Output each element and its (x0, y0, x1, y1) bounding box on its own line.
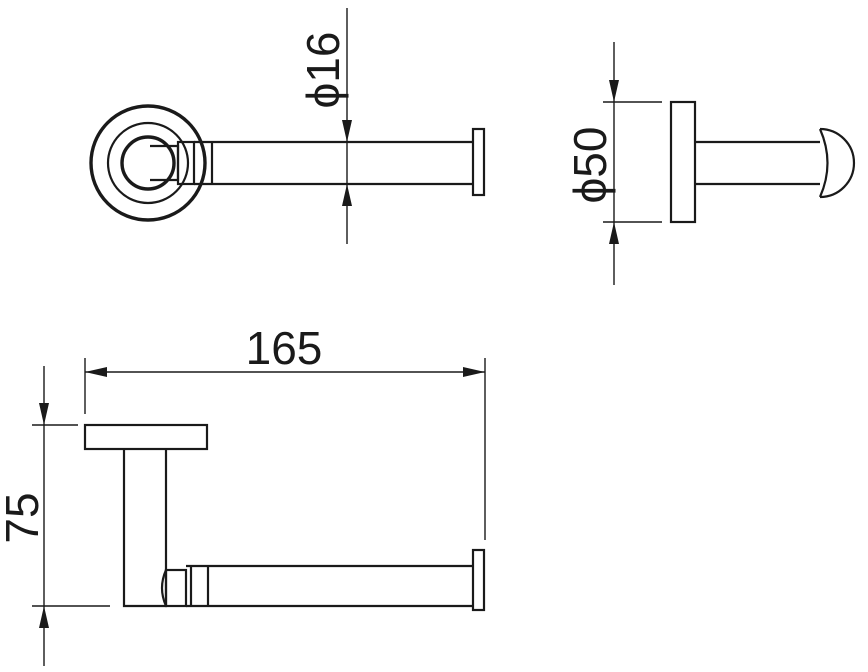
side-view: ϕ50 (564, 42, 856, 285)
collar-sleeve (176, 140, 196, 186)
plan-tube (186, 564, 473, 608)
tube-body (194, 140, 473, 186)
side-end-cap (819, 127, 856, 199)
dim-arrow-length-left (85, 367, 107, 377)
plan-view: 165 75 (0, 322, 486, 666)
plan-post (122, 449, 168, 608)
dim-arrow-tube-bottom (342, 184, 352, 206)
end-cap (471, 127, 486, 197)
label-overall-length: 165 (246, 322, 323, 374)
front-view: ϕ16 (89, 8, 486, 244)
label-tube-diameter: ϕ16 (297, 32, 349, 109)
dim-arrow-base-bottom (609, 222, 619, 244)
dim-arrow-height-top (39, 403, 49, 425)
side-arm (695, 140, 820, 186)
plan-mount-plate (83, 423, 209, 451)
dim-arrow-base-top (609, 80, 619, 102)
dim-arrow-tube-top (342, 120, 352, 142)
plan-collar-edge (160, 569, 168, 607)
label-overall-height: 75 (0, 492, 48, 543)
label-base-diameter: ϕ50 (564, 127, 616, 204)
plan-collar (164, 568, 188, 608)
flange-middle-circle (106, 121, 190, 205)
plan-end-cap (471, 548, 486, 612)
dim-arrow-length-right (463, 367, 485, 377)
dim-arrow-height-bottom (39, 606, 49, 628)
side-end-cap-inner (818, 128, 829, 198)
base-plate (669, 100, 697, 224)
flange-outer-circle (89, 104, 207, 222)
flange-inner-circle (120, 135, 176, 191)
